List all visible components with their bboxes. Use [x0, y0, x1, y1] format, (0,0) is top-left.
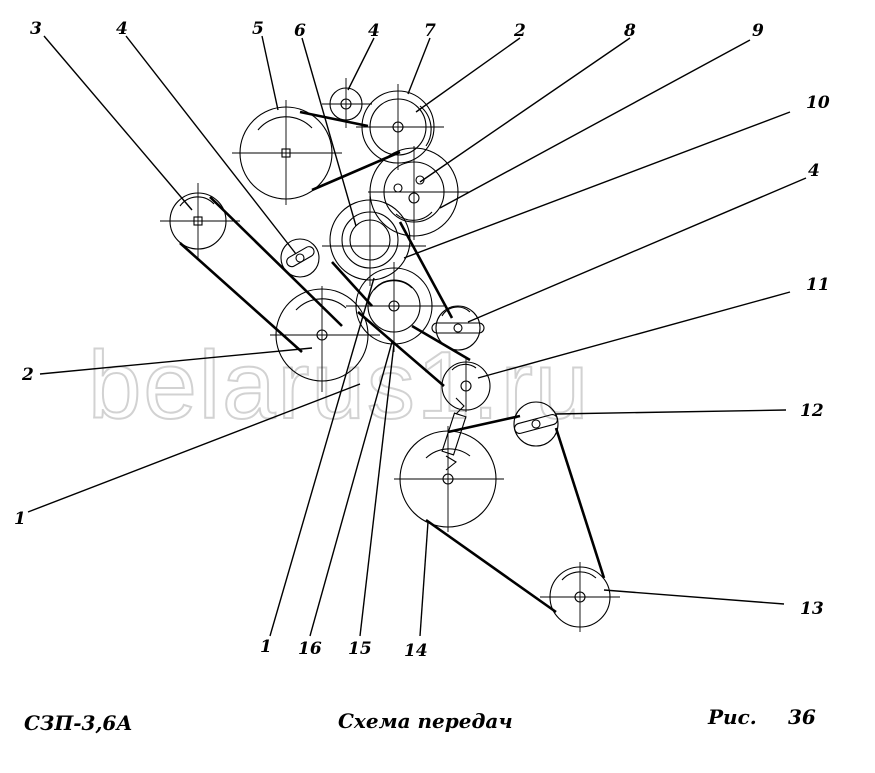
pulley-4-top [322, 78, 372, 128]
pulleys [160, 78, 620, 632]
callout-11: 11 [806, 275, 830, 295]
callout-7: 7 [424, 21, 436, 41]
callout-2-left: 2 [21, 365, 34, 385]
callout-6: 6 [294, 21, 306, 41]
belt-6-15-left [331, 261, 373, 307]
belt-14-12-upper [447, 414, 521, 434]
pulley-15 [346, 262, 444, 352]
pulley-4-left [280, 238, 320, 278]
belt-3-2-lower [179, 242, 303, 353]
callout-3: 3 [30, 19, 42, 39]
belt-15-down-left [357, 311, 445, 387]
figure-label: Рис. [707, 705, 757, 729]
footer: СЗП-3,6А Схема передач Рис. 36 [24, 705, 816, 735]
belt-3-2-upper [209, 196, 343, 327]
callout-4-top: 4 [368, 21, 380, 41]
callout-12: 12 [800, 401, 824, 421]
figure-number: 36 [788, 705, 816, 729]
chain-link [441, 397, 467, 471]
model-name: СЗП-3,6А [24, 711, 133, 735]
callout-5: 5 [252, 19, 264, 39]
callout-15: 15 [348, 639, 372, 659]
pulley-13 [540, 562, 620, 632]
pulley-11 [431, 305, 485, 351]
pulley-small-lower [441, 358, 491, 412]
callout-10: 10 [806, 93, 830, 113]
callout-16: 16 [298, 639, 322, 659]
pulley-14 [394, 426, 504, 532]
belt-9-11 [398, 221, 454, 319]
callout-9: 9 [752, 21, 764, 41]
pulley-8-9 [368, 146, 470, 240]
pulley-7 [356, 84, 444, 170]
watermark: belarus1.ru [88, 332, 590, 439]
leader-lines [27, 35, 807, 637]
pulley-2-lower [270, 286, 380, 392]
callout-4-right: 4 [808, 161, 820, 181]
callout-8: 8 [623, 21, 636, 41]
belt-14-13-lower [425, 518, 557, 614]
belt-12-13-right [554, 427, 606, 579]
pulley-5 [232, 100, 342, 205]
callout-2-top: 2 [513, 21, 526, 41]
callout-13: 13 [800, 599, 824, 619]
pulley-6-10 [322, 196, 426, 286]
callout-labels: 3 4 5 6 4 7 2 8 9 10 4 11 12 2 1 13 1 16… [14, 19, 830, 661]
callout-1-left: 1 [14, 509, 26, 529]
pulley-3 [160, 183, 240, 260]
callout-4-left: 4 [116, 19, 128, 39]
pulley-12 [513, 401, 559, 447]
diagram-caption: Схема передач [338, 709, 513, 733]
callout-14: 14 [404, 641, 428, 661]
callout-1-bottom: 1 [260, 637, 272, 657]
